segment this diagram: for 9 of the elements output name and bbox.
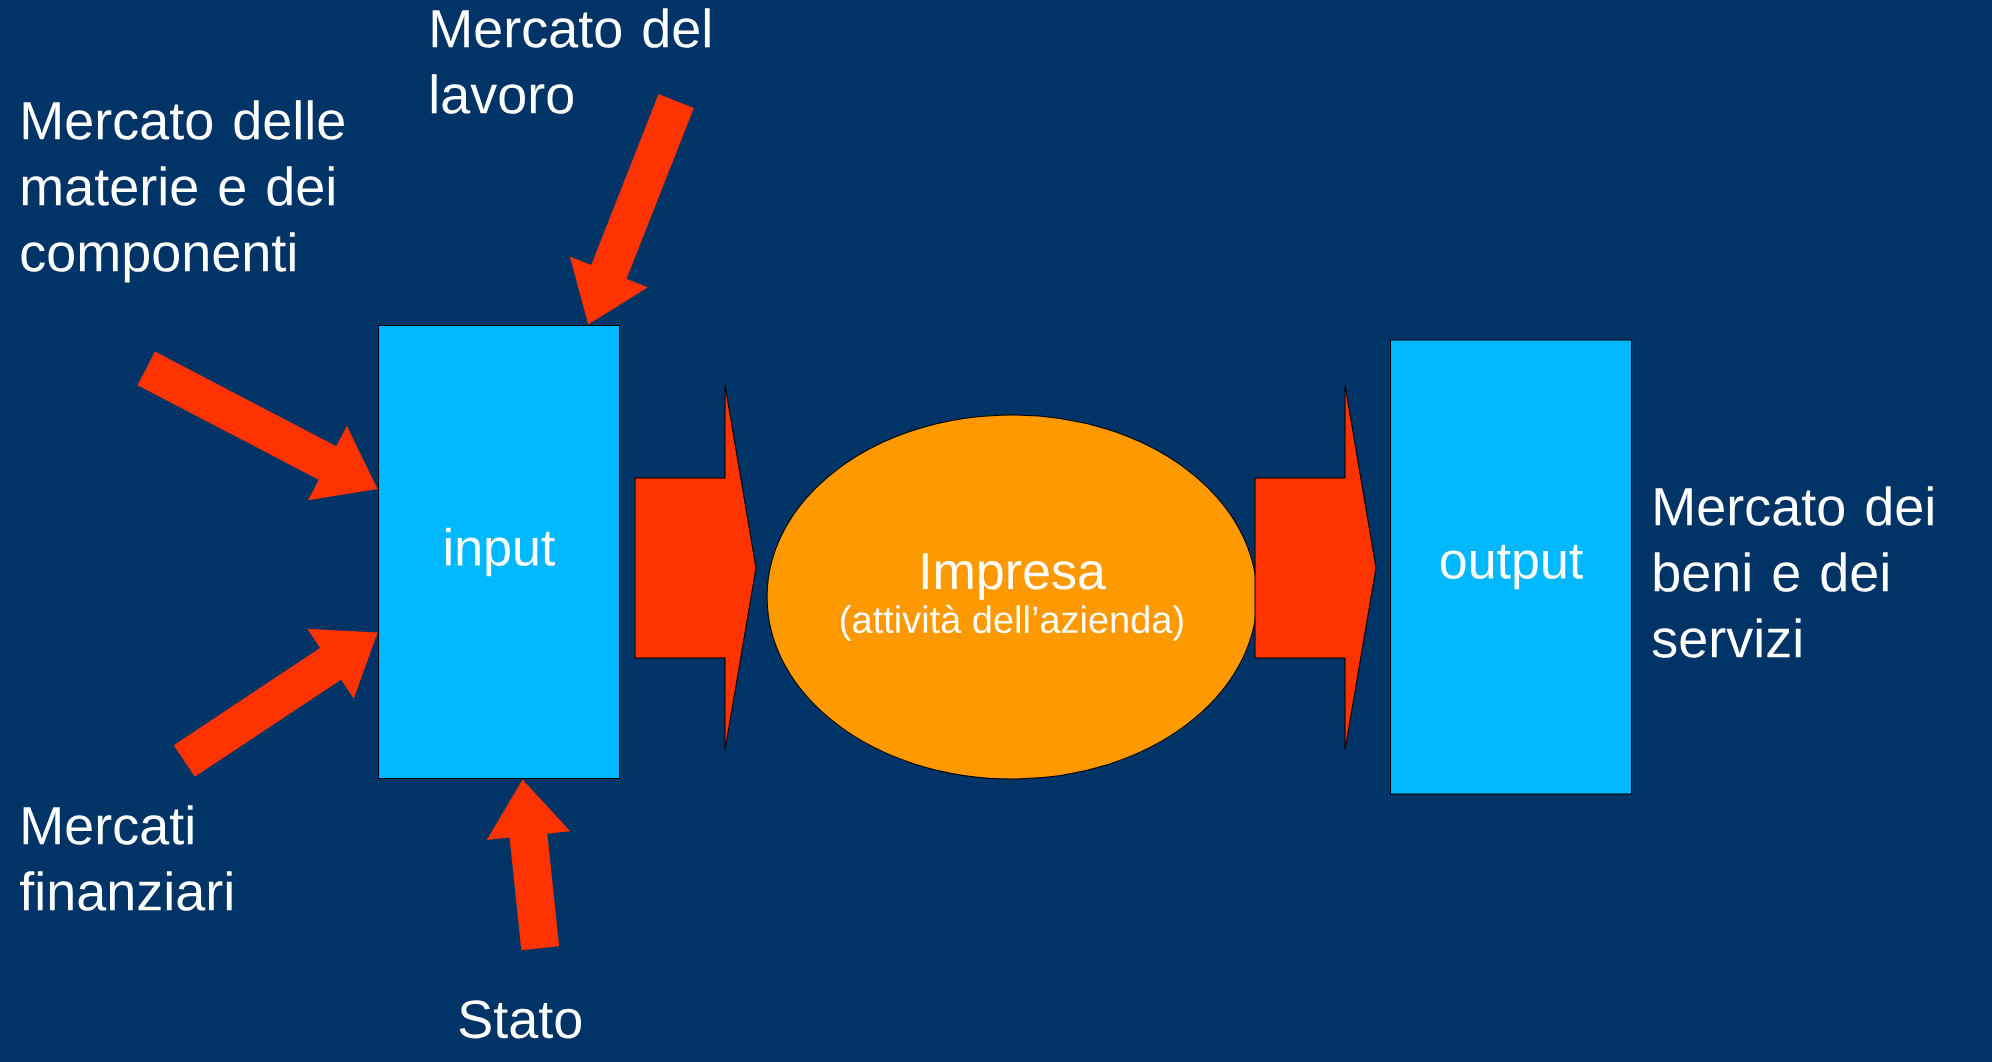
- market-label: Mercato delle materie e dei componenti: [21, 100, 344, 283]
- market-label: Stato: [459, 1000, 582, 1039]
- process-box: output: [1390, 339, 1632, 795]
- block-arrow: [1254, 384, 1377, 751]
- market-label: Mercato dei beni e dei servizi: [1652, 486, 1933, 658]
- block-arrow: [634, 384, 757, 751]
- process-box: input: [378, 325, 620, 779]
- market-label: Mercati finanziari: [20, 805, 232, 911]
- market-label: Mercato del lavoro: [431, 8, 710, 114]
